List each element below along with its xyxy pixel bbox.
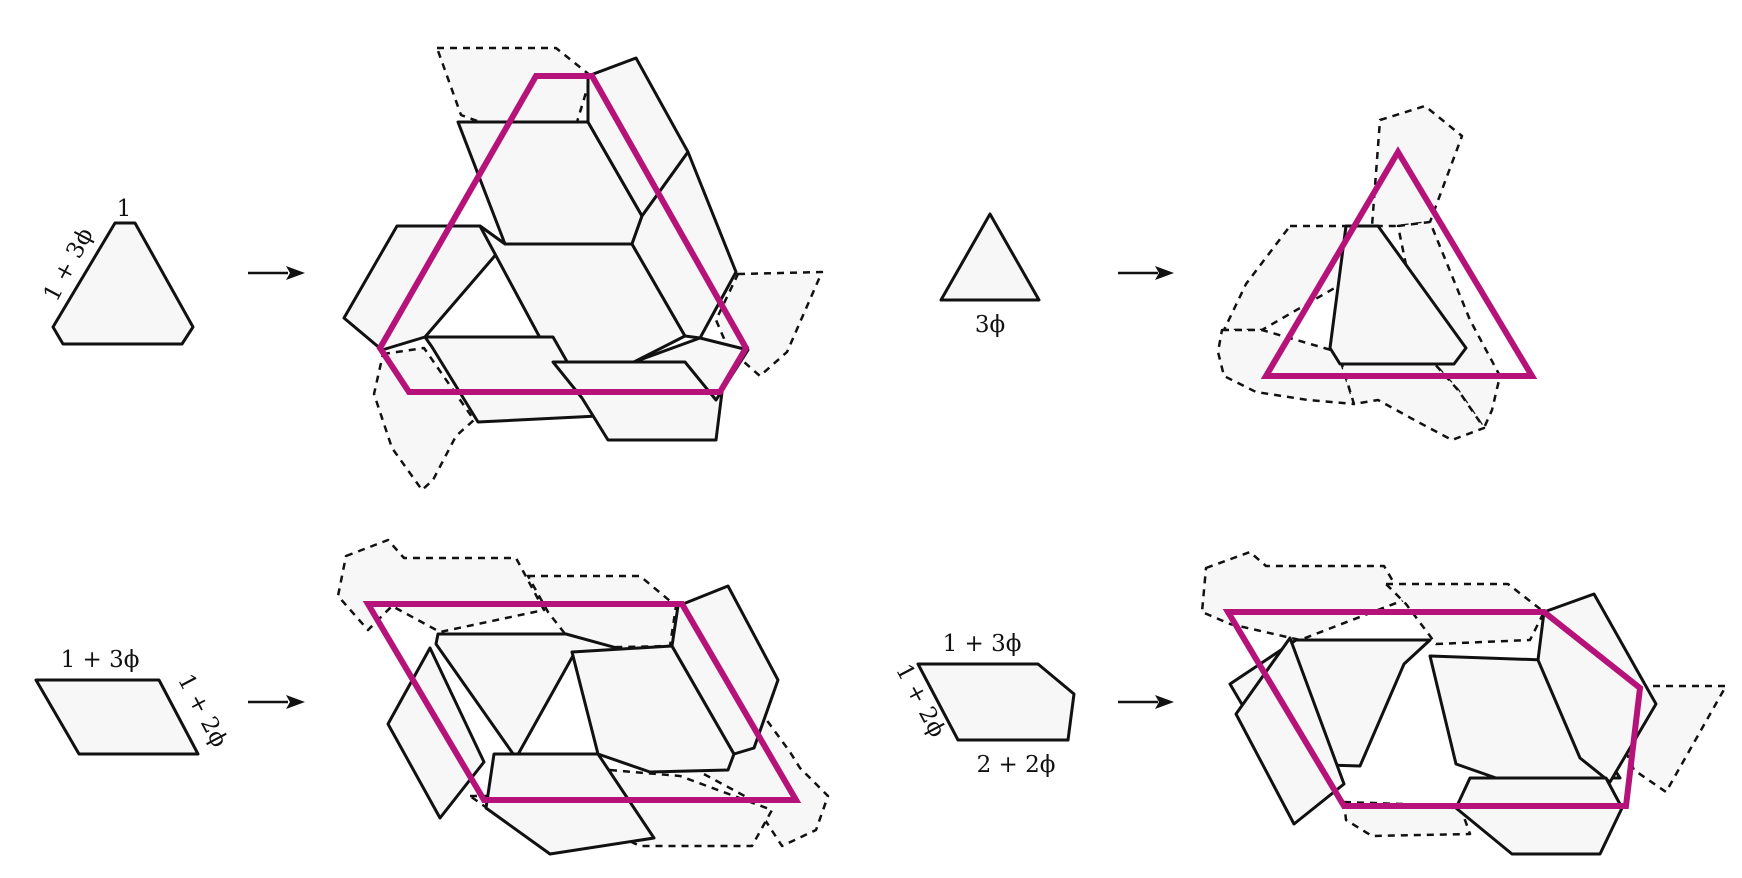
ghost-tile: [1200, 550, 1406, 642]
tile: [484, 752, 656, 856]
parallelogram-patch: [336, 538, 830, 856]
pentagon-outline[interactable]: [1222, 609, 1644, 809]
tile: [1234, 636, 1346, 826]
tile: [1454, 776, 1624, 856]
small-triangle-side-label: 3ϕ: [975, 312, 1005, 338]
tile: [386, 646, 486, 820]
panel-small-triangle: 3ϕ: [939, 104, 1538, 442]
pentagon-shape: [916, 662, 1076, 742]
hex-triangle-shape: [51, 221, 195, 346]
panel-parallelogram: 1 + 3ϕ 1 + 2ϕ: [34, 538, 830, 856]
panel-pentagon: 1 + 3ϕ 1 + 2ϕ 2 + 2ϕ: [890, 550, 1728, 856]
arrow-2: [1118, 266, 1174, 280]
ghost-tile: [1370, 104, 1464, 228]
hex-triangle-prototile: 1 1 + 3ϕ: [39, 196, 195, 346]
tile: [1328, 224, 1468, 366]
small-triangle-shape: [939, 212, 1041, 302]
ghost-tile: [372, 346, 476, 492]
parallelogram-shape: [34, 678, 200, 756]
arrow-3: [248, 695, 305, 709]
small-triangle-outline[interactable]: [1260, 146, 1538, 379]
pentagon-top-label: 1 + 3ϕ: [943, 631, 1022, 657]
arrow-4: [1118, 695, 1174, 709]
ghost-tile: [336, 538, 546, 634]
tile: [1536, 592, 1658, 784]
hex-triangle-patch: [342, 46, 824, 492]
hex-triangle-short-label: 1: [117, 196, 132, 222]
tile: [423, 335, 600, 424]
parallelogram-prototile: 1 + 3ϕ 1 + 2ϕ: [34, 647, 232, 756]
small-triangle-prototile: 3ϕ: [939, 212, 1041, 338]
parallelogram-outline[interactable]: [362, 601, 802, 803]
pentagon-prototile: 1 + 3ϕ 1 + 2ϕ 2 + 2ϕ: [890, 631, 1076, 778]
hex-triangle-outline[interactable]: [376, 73, 750, 395]
panel-hex-triangle: 1 1 + 3ϕ: [39, 46, 824, 492]
tile: [342, 224, 507, 352]
small-triangle-patch: [1216, 104, 1538, 442]
pentagon-patch: [1200, 550, 1728, 856]
pentagon-bottom-label: 2 + 2ϕ: [977, 752, 1056, 778]
arrow-1: [248, 266, 305, 280]
parallelogram-top-label: 1 + 3ϕ: [61, 647, 140, 673]
